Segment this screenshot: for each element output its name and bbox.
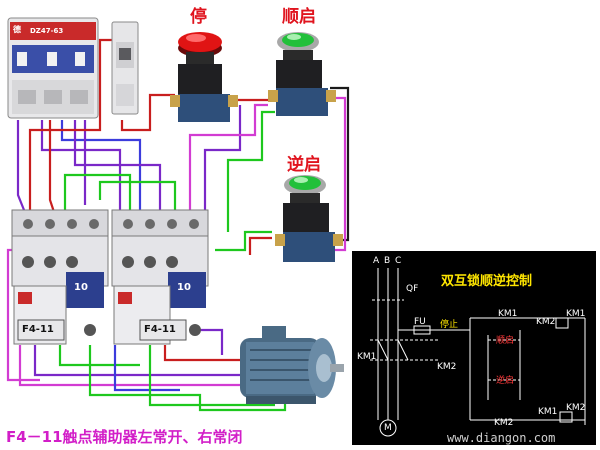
reverse-pushbutton [275,175,343,262]
wires [6,38,350,412]
wire-interlock-2 [98,180,177,215]
wire-fwd-rev-mag [330,96,347,252]
forward-button-label: 顺启 [282,7,316,27]
wire-motor-5 [113,345,180,392]
contactor-left-number: 10 [74,282,88,293]
stop-pushbutton [170,32,238,122]
wire-motor-3 [58,345,140,367]
stop-button-label: 停 [190,7,207,27]
schematic-phase-c: C [395,256,402,266]
wire-rev-red [248,236,272,255]
wire-breaker-b [48,120,56,213]
wire-motor-6 [148,345,275,407]
wire-ctrl-2 [28,38,128,210]
wire-motor-2 [33,345,240,377]
wire-stop-down [203,105,242,215]
wire-ctrl-1 [120,93,175,132]
schematic-lines [370,268,586,437]
wire-breaker-a2 [40,120,122,210]
wire-motor-7 [163,345,252,362]
contactor-right [111,209,209,345]
contactor-left-aux-label: F4-11 [22,324,54,335]
schematic-km1-coil: KM1 [566,309,586,319]
schematic-km2-bottom: KM2 [494,418,514,428]
schematic-fu: FU [414,317,426,327]
reverse-button-label: 逆启 [287,155,321,175]
contactor-left [11,209,109,345]
wire-breaker-c [73,120,162,212]
schematic-forward: 顺启 [496,336,515,346]
schematic-qf: QF [406,284,419,294]
schematic-reverse: 逆启 [496,376,515,386]
schematic-km2-right: KM2 [437,362,457,372]
main-breaker [7,17,99,119]
contactor-right-aux-label: F4-11 [144,324,176,335]
wire-motor-4 [88,345,287,412]
schematic-km2-top: KM2 [536,317,556,327]
schematic-title: 双互锁顺逆控制 [441,274,533,289]
watermark: www.diangon.com [447,431,556,445]
wire-rev-green [215,230,272,252]
schematic-km1-bottom: KM1 [538,407,558,417]
schematic-km2-coil: KM2 [566,403,586,413]
breaker-brand: 德 [13,25,21,34]
schematic-km1-left: KM1 [357,352,377,362]
schematic-panel [352,251,596,445]
wire-fwd-green [226,110,275,232]
schematic-km1-top: KM1 [498,309,518,319]
motor [240,326,344,404]
caption: F4－11触点辅助器左常开、右常闭 [6,428,243,446]
wire-motor-8 [200,328,224,355]
contactor-right-number: 10 [177,282,191,293]
wire-fwd-left [188,103,268,215]
schematic-phase-b: B [384,256,391,266]
schematic-stop: 停止 [440,320,459,330]
forward-pushbutton [268,32,336,116]
control-breaker [111,21,139,115]
breaker-model: DZ47-63 [30,27,64,35]
schematic-motor: M [384,423,392,433]
wire-interlock-1 [63,173,132,215]
schematic-phase-a: A [373,256,380,266]
wire-breaker-a [16,120,26,211]
